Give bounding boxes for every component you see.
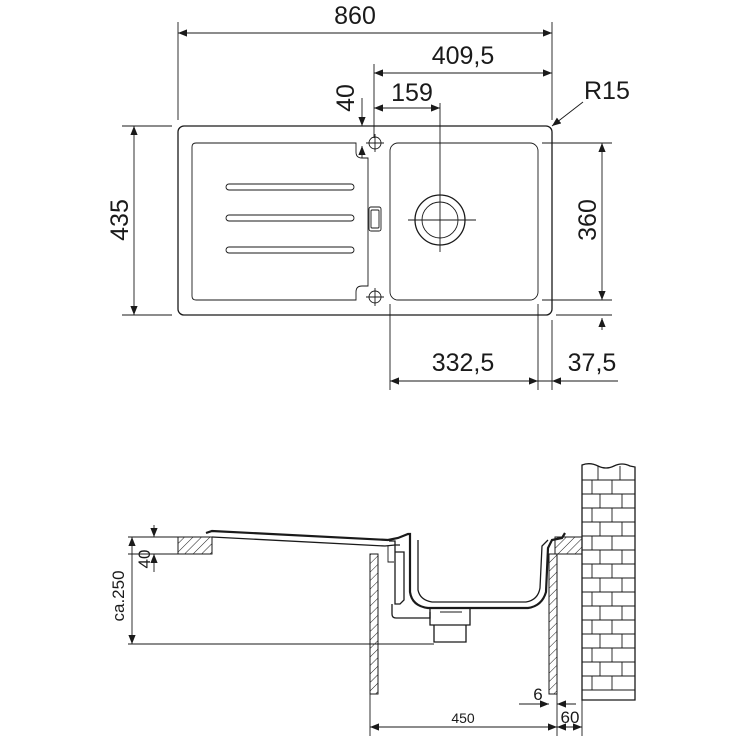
top-view: 860 409,5 159 40 R15 435 360 332,5 xyxy=(106,2,630,390)
dim-rim-height: 40 xyxy=(135,550,154,569)
drainer-grooves xyxy=(225,183,355,254)
dim-waste-offset: 159 xyxy=(391,79,433,107)
worktop-left xyxy=(177,536,213,555)
dim-bowl-depth: 360 xyxy=(574,199,602,241)
dim-gap: 6 xyxy=(533,685,542,704)
dim-wall-offset: 60 xyxy=(561,708,580,727)
dim-cabinet-depth: ca.250 xyxy=(109,570,128,621)
cabinet-side-right xyxy=(548,553,558,695)
dim-overall-depth: 435 xyxy=(106,199,134,241)
dim-overall-width: 860 xyxy=(334,2,376,30)
waste-outlet xyxy=(408,103,476,252)
sink-outline xyxy=(177,125,553,316)
worktop-right xyxy=(554,536,583,555)
dim-bowl-width: 332,5 xyxy=(432,349,495,377)
sink-cross-section xyxy=(205,529,566,610)
bowl-outline xyxy=(389,142,539,301)
tap-hole-top xyxy=(366,134,384,152)
drainer-area xyxy=(191,142,369,301)
tap-hole-bottom xyxy=(366,288,384,306)
brick-wall xyxy=(581,463,636,701)
cabinet-side-left xyxy=(369,553,379,695)
waste-siphon xyxy=(387,540,471,643)
overflow xyxy=(368,206,382,232)
side-view: 40 ca.250 450 6 60 xyxy=(109,463,636,736)
dim-base-cabinet: 450 xyxy=(451,710,475,726)
dim-bowl-offset-width: 409,5 xyxy=(432,42,495,70)
dim-corner-radius: R15 xyxy=(584,77,630,105)
dim-tap-hole-offset: 40 xyxy=(332,84,360,112)
dim-rim-width: 37,5 xyxy=(568,349,617,377)
